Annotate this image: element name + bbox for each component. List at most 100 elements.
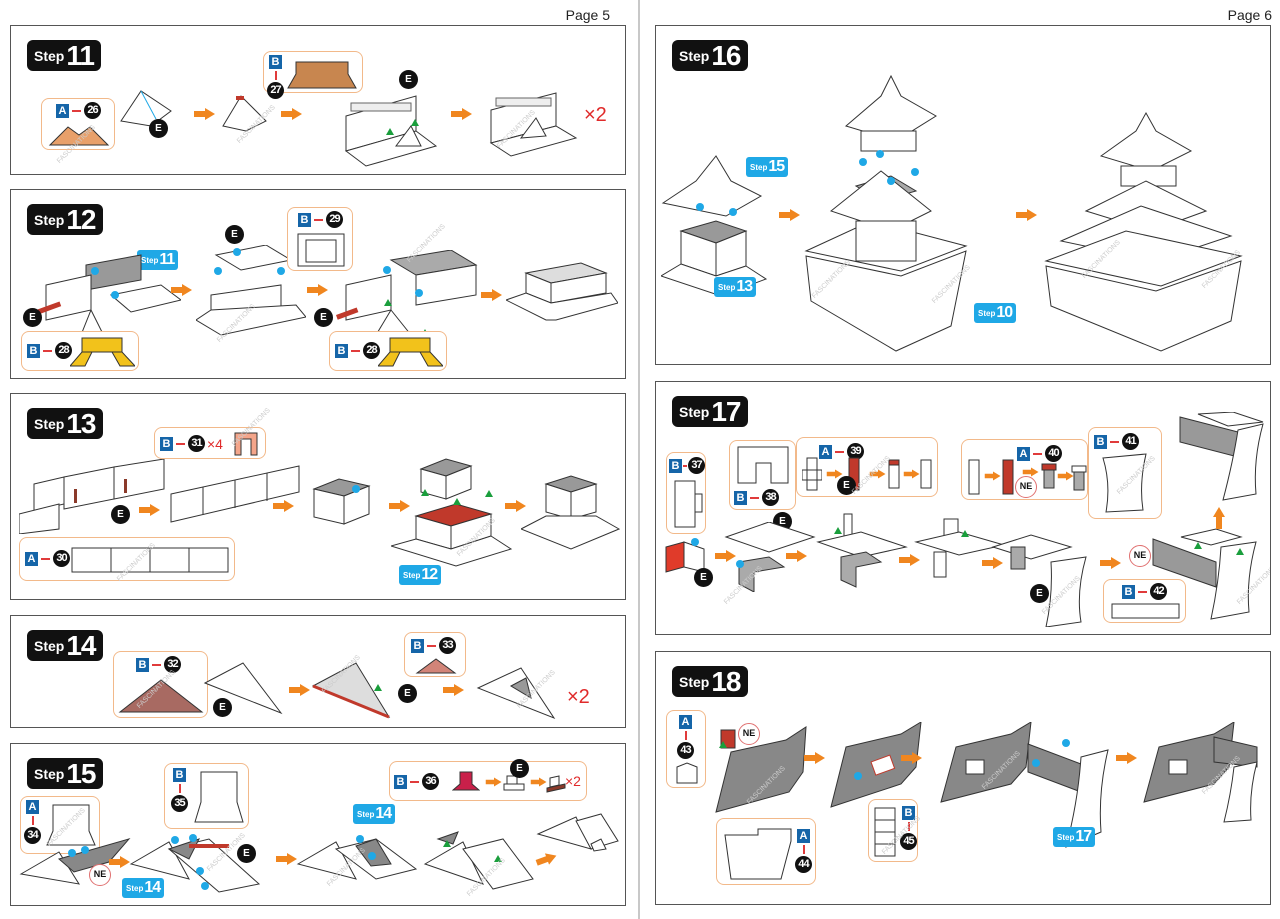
part-number: 28 — [363, 342, 380, 359]
glue-point-icon — [854, 772, 862, 780]
arrow-icon — [505, 500, 527, 512]
connector — [907, 822, 910, 831]
assembly-illustration — [914, 517, 1009, 587]
glue-point-icon — [696, 203, 704, 211]
assembly-illustration — [19, 834, 139, 894]
castle-exploded-illustration — [801, 71, 971, 356]
arrow-icon — [194, 108, 216, 120]
box-net-illustration — [673, 479, 703, 529]
glue-point-icon — [233, 248, 241, 256]
align-marker-icon — [386, 128, 394, 135]
connector — [314, 218, 323, 221]
part-number: 34 — [24, 827, 41, 844]
sheet-badge: B — [269, 55, 282, 69]
part-number: 40 — [1045, 445, 1062, 462]
marker-e: E — [1030, 584, 1049, 603]
align-marker-icon — [719, 741, 727, 748]
glue-point-icon — [859, 158, 867, 166]
step-word: Step — [679, 47, 710, 64]
window-piece-illustration — [673, 761, 701, 785]
glue-point-icon — [91, 267, 99, 275]
arrow-icon — [276, 853, 298, 865]
sheet-badge: B — [734, 490, 747, 505]
arrow-icon — [1022, 467, 1040, 477]
marker-e: E — [694, 568, 713, 587]
connector — [1033, 452, 1042, 455]
arrow-icon — [901, 752, 923, 764]
align-marker-icon — [494, 855, 502, 862]
ref-word: Step — [126, 883, 144, 893]
base-piece-illustration — [70, 336, 135, 368]
part-number: 39 — [847, 443, 864, 460]
wall-piece-illustration — [45, 801, 97, 849]
arrow-up-icon — [1213, 507, 1225, 529]
sheet-badge: A — [1017, 446, 1030, 461]
assembly-illustration — [309, 474, 374, 529]
box-net-illustration — [873, 806, 897, 858]
sheet-badge: A — [26, 800, 39, 814]
glue-point-icon — [736, 560, 744, 568]
assembly-illustration — [203, 661, 283, 716]
arrow-icon — [139, 504, 161, 516]
assembly-illustration — [341, 91, 441, 171]
no-glue-marker: NE — [1015, 476, 1037, 498]
roof-piece-illustration — [48, 121, 110, 147]
ref-word: Step — [1057, 832, 1075, 842]
connector — [683, 464, 687, 467]
step-number: 12 — [66, 203, 96, 235]
assembly-result-illustration — [506, 258, 618, 323]
part-number: 36 — [422, 773, 439, 790]
arrow-icon — [281, 108, 303, 120]
assembly-illustration — [19, 459, 184, 534]
part-number: 44 — [795, 856, 812, 873]
part-number: 26 — [84, 102, 101, 119]
ref-word: Step — [718, 282, 736, 292]
glue-point-icon — [111, 291, 119, 299]
arrow-icon — [171, 284, 193, 296]
sheet-badge: A — [25, 551, 38, 566]
part-number: 43 — [677, 742, 694, 759]
part-callout-a40: A 40 NE — [961, 439, 1088, 500]
arrow-icon — [451, 108, 473, 120]
connector — [41, 557, 50, 560]
glue-point-icon — [415, 289, 423, 297]
assembly-illustration — [336, 250, 486, 340]
floor-piece-illustration — [736, 445, 791, 485]
no-glue-marker: NE — [1129, 545, 1151, 567]
step-word: Step — [679, 403, 710, 420]
assembly-illustration — [296, 824, 421, 889]
connector — [1110, 440, 1119, 443]
assembly-illustration — [391, 454, 516, 574]
assembly-illustration — [116, 81, 176, 131]
ref-number: 17 — [1075, 828, 1092, 845]
glue-point-icon — [171, 836, 179, 844]
sheet-badge: B — [902, 806, 915, 820]
sheet-badge: B — [669, 458, 682, 473]
marker-e: E — [111, 505, 130, 524]
